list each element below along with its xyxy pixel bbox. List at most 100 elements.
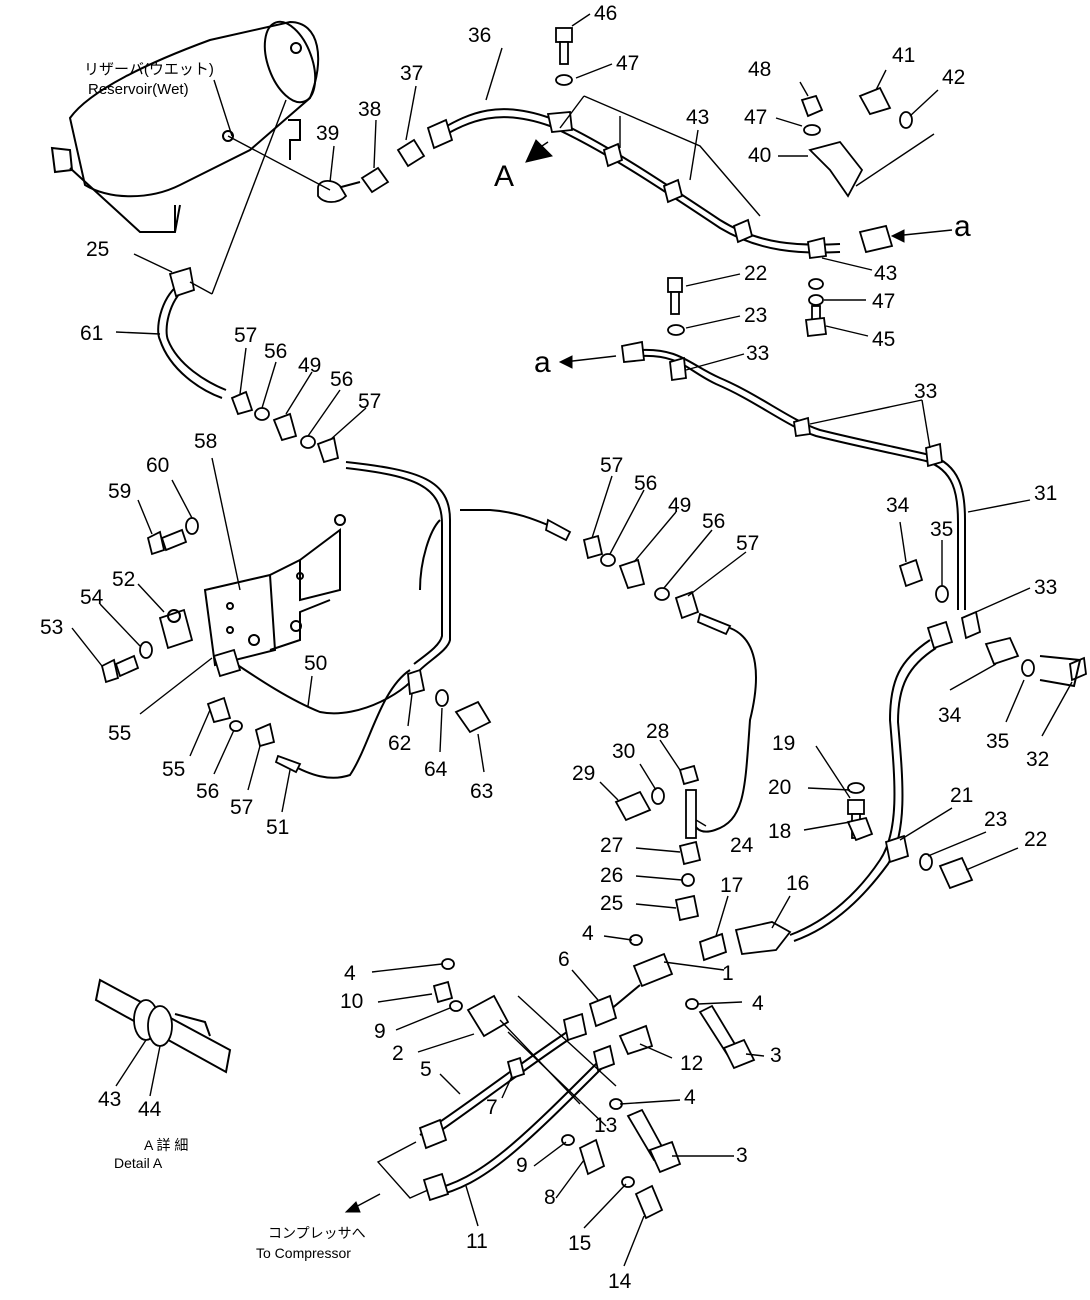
- part-number-11: 11: [466, 1230, 488, 1253]
- part-number-6: 6: [558, 948, 570, 971]
- arrow-compressor-icon: [344, 1201, 361, 1213]
- part-number-64: 64: [424, 758, 448, 781]
- part-number-9: 9: [374, 1020, 386, 1043]
- part-number-28: 28: [646, 720, 669, 743]
- part-number-56: 56: [196, 780, 219, 803]
- part-number-17: 17: [720, 874, 743, 897]
- part-number-54: 54: [80, 586, 104, 609]
- part-number-40: 40: [748, 144, 771, 167]
- part-number-26: 26: [600, 864, 623, 887]
- part-number-62: 62: [388, 732, 411, 755]
- compressor-label-en: To Compressor: [256, 1245, 351, 1261]
- part-number-60: 60: [146, 454, 169, 477]
- part-number-25: 25: [600, 892, 623, 915]
- part-number-29: 29: [572, 762, 595, 785]
- part-number-57: 57: [358, 390, 381, 413]
- arrow-left-icon-a1: [890, 229, 905, 243]
- part-number-22: 22: [744, 262, 767, 285]
- part-number-55: 55: [162, 758, 185, 781]
- part-number-39: 39: [316, 122, 339, 145]
- part-number-56: 56: [330, 368, 353, 391]
- part-number-31: 31: [1034, 482, 1057, 505]
- part-number-33: 33: [746, 342, 769, 365]
- part-number-47: 47: [744, 106, 767, 129]
- part-number-19: 19: [772, 732, 795, 755]
- part-number-57: 57: [600, 454, 623, 477]
- part-number-56: 56: [702, 510, 725, 533]
- part-number-3: 3: [736, 1144, 748, 1167]
- part-number-27: 27: [600, 834, 623, 857]
- part-number-20: 20: [768, 776, 791, 799]
- compressor-label-ja: コンプレッサへ: [268, 1225, 366, 1241]
- direction-arrows: [344, 139, 953, 1213]
- fittings: [94, 27, 1087, 1220]
- part-number-24: 24: [730, 834, 754, 857]
- part-number-2: 2: [392, 1042, 404, 1065]
- view-arrow-icon: [525, 139, 553, 163]
- reservoir-label-en: Reservoir(Wet): [88, 81, 189, 98]
- part-number-58: 58: [194, 430, 217, 453]
- view-marker-label: A: [494, 160, 514, 193]
- part-number-35: 35: [986, 730, 1009, 753]
- part-number-13: 13: [594, 1114, 617, 1137]
- part-number-14: 14: [608, 1270, 632, 1293]
- part-number-61: 61: [80, 322, 103, 345]
- detail-label-ja: A 詳 細: [144, 1137, 188, 1153]
- part-number-36: 36: [468, 24, 491, 47]
- reservoir-label-ja: リザーバ(ウエット): [84, 61, 214, 78]
- part-number-4: 4: [752, 992, 764, 1015]
- part-number-41: 41: [892, 44, 915, 67]
- part-number-57: 57: [230, 796, 253, 819]
- part-number-10: 10: [340, 990, 363, 1013]
- part-number-30: 30: [612, 740, 635, 763]
- part-number-34: 34: [886, 494, 910, 517]
- part-number-38: 38: [358, 98, 381, 121]
- part-number-22: 22: [1024, 828, 1047, 851]
- part-number-56: 56: [264, 340, 287, 363]
- part-number-48: 48: [748, 58, 771, 81]
- part-number-42: 42: [942, 66, 965, 89]
- part-number-63: 63: [470, 780, 493, 803]
- part-number-7: 7: [486, 1096, 498, 1119]
- part-number-45: 45: [872, 328, 895, 351]
- part-number-18: 18: [768, 820, 791, 843]
- detail-label-en: Detail A: [114, 1155, 163, 1171]
- part-number-4: 4: [582, 922, 594, 945]
- part-number-33: 33: [914, 380, 937, 403]
- part-number-23: 23: [984, 808, 1007, 831]
- connector-a-label-1: a: [954, 210, 971, 243]
- part-number-33: 33: [1034, 576, 1057, 599]
- part-number-52: 52: [112, 568, 135, 591]
- part-number-43: 43: [686, 106, 709, 129]
- part-number-25: 25: [86, 238, 109, 261]
- part-number-51: 51: [266, 816, 289, 839]
- part-number-35: 35: [930, 518, 953, 541]
- part-number-37: 37: [400, 62, 423, 85]
- part-number-44: 44: [138, 1098, 162, 1121]
- arrow-left-icon-a2: [558, 355, 573, 369]
- part-number-49: 49: [668, 494, 691, 517]
- connector-a-label-2: a: [534, 346, 551, 379]
- part-number-8: 8: [544, 1186, 556, 1209]
- part-number-4: 4: [344, 962, 356, 985]
- part-number-1: 1: [722, 962, 734, 985]
- part-number-23: 23: [744, 304, 767, 327]
- part-number-5: 5: [420, 1058, 432, 1081]
- part-number-46: 46: [594, 2, 617, 25]
- part-number-12: 12: [680, 1052, 703, 1075]
- part-number-55: 55: [108, 722, 131, 745]
- part-number-47: 47: [872, 290, 895, 313]
- text-labels: リザーバ(ウエット) Reservoir(Wet) A a a A 詳 細 De…: [40, 2, 1057, 1293]
- part-number-56: 56: [634, 472, 657, 495]
- reservoir-tank: [50, 20, 320, 233]
- part-number-57: 57: [234, 324, 257, 347]
- part-number-16: 16: [786, 872, 809, 895]
- part-number-43: 43: [874, 262, 897, 285]
- pipe-routing: [157, 108, 966, 1197]
- part-number-43: 43: [98, 1088, 121, 1111]
- part-number-9: 9: [516, 1154, 528, 1177]
- part-number-15: 15: [568, 1232, 591, 1255]
- part-number-57: 57: [736, 532, 759, 555]
